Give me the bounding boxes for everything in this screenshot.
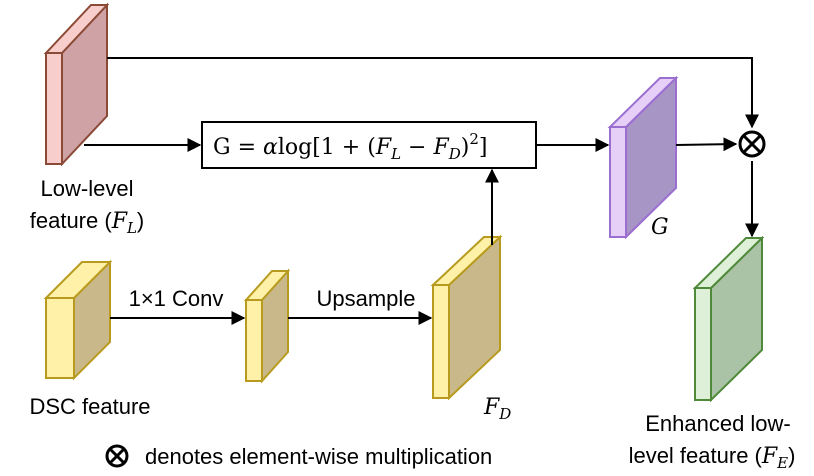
arrow-low-level-to-multiply xyxy=(107,57,759,129)
low-level-label-line1: Low-level xyxy=(41,176,134,201)
g-feature-block xyxy=(607,75,679,240)
legend-multiply-icon xyxy=(105,444,129,468)
fd-feature-block xyxy=(430,234,503,401)
low-level-front-face xyxy=(45,52,63,165)
enhanced-label-line2: level feature (FE) xyxy=(629,443,796,472)
arrow-g-to-multiply xyxy=(675,137,738,152)
enhanced-front-face xyxy=(694,287,712,401)
upsample-label: Upsample xyxy=(316,286,415,311)
dsc-feature-block xyxy=(43,259,113,381)
low-level-feature-block xyxy=(43,2,110,167)
enhanced-label-line1: Enhanced low- xyxy=(645,411,791,436)
conv-front-face xyxy=(245,299,263,382)
fd-label: FD xyxy=(483,395,511,423)
formula-box xyxy=(201,121,537,169)
legend-text: denotes element-wise multiplication xyxy=(145,444,492,469)
conv-label: 1×1 Conv xyxy=(129,286,224,311)
conv-output-block xyxy=(243,268,291,384)
formula-text: G = αlog[1 + (FL − FD)2] xyxy=(213,130,488,163)
g-front-face xyxy=(609,126,627,238)
multiply-icon xyxy=(738,130,766,158)
enhanced-feature-block xyxy=(692,235,765,403)
dsc-front-face xyxy=(45,297,75,379)
dsc-feature-label: DSC feature xyxy=(29,394,150,419)
g-label: G xyxy=(651,215,669,240)
low-level-label-line2: feature (FL) xyxy=(30,208,145,237)
fd-front-face xyxy=(432,284,450,399)
